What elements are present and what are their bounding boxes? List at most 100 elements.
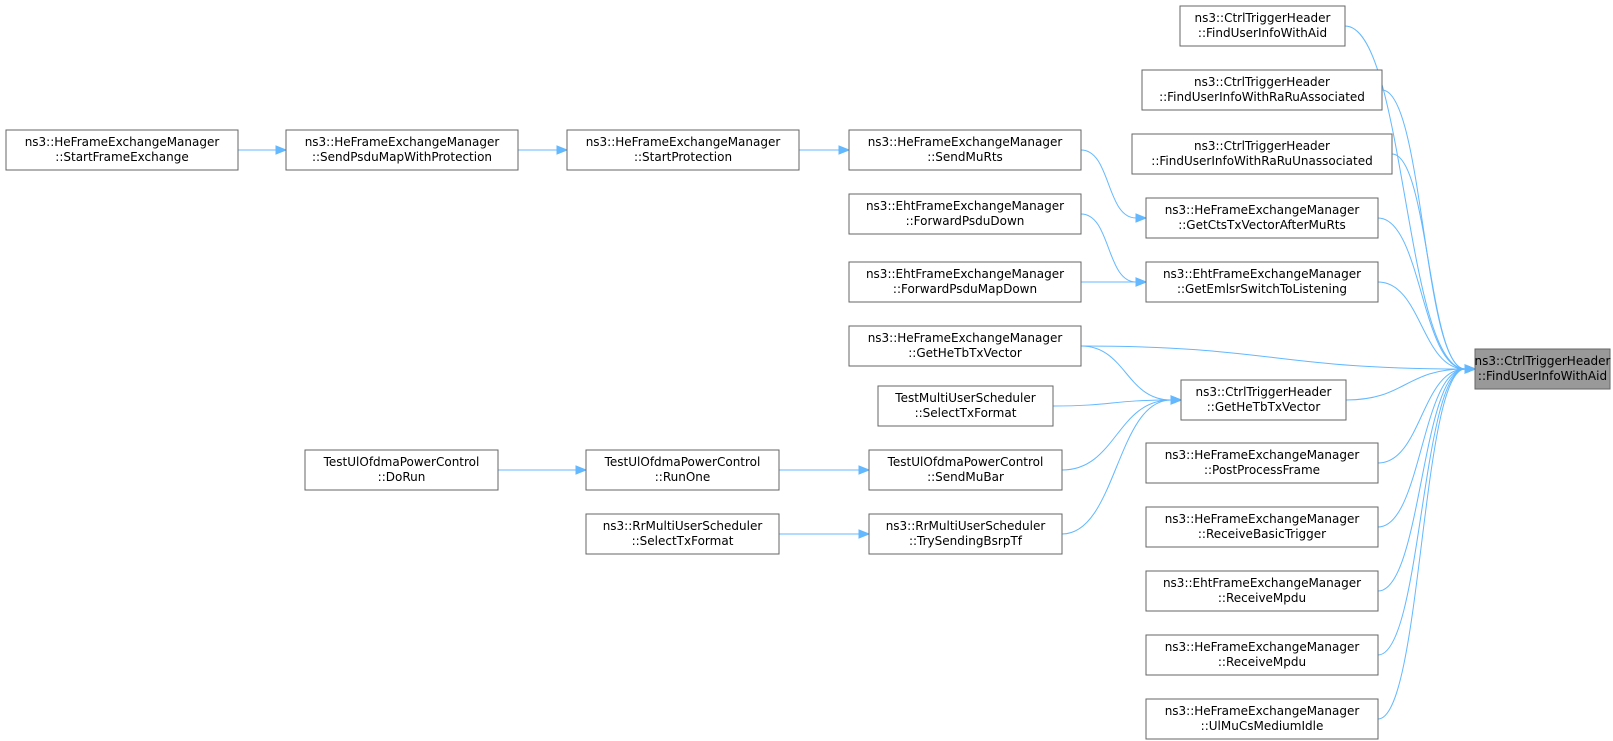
arrow-head bbox=[556, 145, 569, 155]
caller-node[interactable]: ns3::HeFrameExchangeManager::GetHeTbTxVe… bbox=[848, 325, 1082, 367]
caller-node[interactable]: ns3::RrMultiUserScheduler::SelectTxForma… bbox=[585, 513, 780, 555]
caller-node[interactable]: ns3::HeFrameExchangeManager::SendPsduMap… bbox=[285, 129, 519, 171]
caller-node[interactable]: TestMultiUserScheduler::SelectTxFormat bbox=[877, 385, 1054, 427]
arrow-head bbox=[858, 529, 871, 539]
node-class-label: TestUlOfdmaPowerControl bbox=[323, 455, 480, 469]
node-box bbox=[1180, 379, 1347, 421]
node-class-label: ns3::HeFrameExchangeManager bbox=[305, 135, 500, 149]
edges-layer bbox=[237, 25, 1477, 720]
call-edge-n8-to-focus bbox=[1377, 368, 1466, 464]
node-method-label: ::PostProcessFrame bbox=[1204, 463, 1320, 477]
caller-node[interactable]: ns3::CtrlTriggerHeader::FindUserInfoWith… bbox=[1131, 133, 1393, 175]
call-edge-n1-to-focus bbox=[1344, 25, 1466, 370]
node-class-label: ns3::CtrlTriggerHeader bbox=[1194, 139, 1330, 153]
node-box bbox=[304, 449, 499, 491]
call-edge-n11-to-focus bbox=[1377, 368, 1466, 656]
caller-node[interactable]: ns3::HeFrameExchangeManager::GetCtsTxVec… bbox=[1145, 197, 1379, 239]
call-edge-n7-to-focus bbox=[1345, 368, 1466, 401]
node-class-label: ns3::EhtFrameExchangeManager bbox=[866, 199, 1064, 213]
node-box bbox=[877, 385, 1054, 427]
focus-node[interactable]: ns3::CtrlTriggerHeader::FindUserInfoWith… bbox=[1474, 348, 1611, 390]
node-box bbox=[1474, 348, 1611, 390]
node-class-label: ns3::CtrlTriggerHeader bbox=[1195, 385, 1331, 399]
caller-node[interactable]: TestUlOfdmaPowerControl::DoRun bbox=[304, 449, 499, 491]
caller-node[interactable]: TestUlOfdmaPowerControl::SendMuBar bbox=[868, 449, 1063, 491]
call-edge-n4-to-focus bbox=[1377, 217, 1466, 370]
node-method-label: ::ReceiveMpdu bbox=[1218, 655, 1306, 669]
node-class-label: ns3::HeFrameExchangeManager bbox=[868, 135, 1063, 149]
caller-node[interactable]: ns3::EhtFrameExchangeManager::ForwardPsd… bbox=[848, 261, 1082, 303]
node-method-label: ::SendMuBar bbox=[927, 470, 1004, 484]
node-box bbox=[585, 449, 780, 491]
caller-node[interactable]: ns3::CtrlTriggerHeader::GetHeTbTxVector bbox=[1180, 379, 1347, 421]
call-edge-n16-to-n7 bbox=[1052, 399, 1172, 407]
arrow-head bbox=[1135, 277, 1148, 287]
node-method-label: ::SendPsduMapWithProtection bbox=[312, 150, 492, 164]
node-method-label: ::ForwardPsduDown bbox=[906, 214, 1025, 228]
node-box bbox=[1145, 261, 1379, 303]
arrow-head bbox=[275, 145, 288, 155]
node-box bbox=[1145, 570, 1379, 612]
node-class-label: TestMultiUserScheduler bbox=[894, 391, 1035, 405]
call-edge-n14-to-n5 bbox=[1080, 213, 1137, 283]
caller-node[interactable]: ns3::RrMultiUserScheduler::TrySendingBsr… bbox=[868, 513, 1063, 555]
node-box bbox=[5, 129, 239, 171]
node-box bbox=[868, 449, 1063, 491]
node-method-label: ::ReceiveBasicTrigger bbox=[1198, 527, 1326, 541]
node-box bbox=[1141, 69, 1383, 111]
node-method-label: ::SendMuRts bbox=[927, 150, 1003, 164]
caller-node[interactable]: ns3::EhtFrameExchangeManager::ForwardPsd… bbox=[848, 193, 1082, 235]
node-box bbox=[1145, 442, 1379, 484]
arrow-head bbox=[575, 465, 588, 475]
node-method-label: ::GetHeTbTxVector bbox=[908, 346, 1022, 360]
call-edge-n18-to-n7 bbox=[1061, 399, 1172, 535]
caller-node[interactable]: ns3::HeFrameExchangeManager::ReceiveMpdu bbox=[1145, 634, 1379, 676]
node-class-label: ns3::HeFrameExchangeManager bbox=[1165, 704, 1360, 718]
call-edge-n5-to-focus bbox=[1377, 281, 1466, 370]
node-class-label: ns3::RrMultiUserScheduler bbox=[603, 519, 763, 533]
caller-node[interactable]: TestUlOfdmaPowerControl::RunOne bbox=[585, 449, 780, 491]
node-class-label: ns3::EhtFrameExchangeManager bbox=[1163, 267, 1361, 281]
node-class-label: ns3::HeFrameExchangeManager bbox=[586, 135, 781, 149]
caller-node[interactable]: ns3::EhtFrameExchangeManager::ReceiveMpd… bbox=[1145, 570, 1379, 612]
call-edge-n9-to-focus bbox=[1377, 368, 1466, 528]
caller-node[interactable]: ns3::HeFrameExchangeManager::StartFrameE… bbox=[5, 129, 239, 171]
node-method-label: ::GetEmlsrSwitchToListening bbox=[1177, 282, 1347, 296]
node-class-label: ns3::RrMultiUserScheduler bbox=[886, 519, 1046, 533]
nodes-layer: ns3::CtrlTriggerHeader::FindUserInfoWith… bbox=[5, 5, 1611, 740]
caller-node[interactable]: ns3::HeFrameExchangeManager::PostProcess… bbox=[1145, 442, 1379, 484]
caller-node[interactable]: ns3::EhtFrameExchangeManager::GetEmlsrSw… bbox=[1145, 261, 1379, 303]
node-method-label: ::GetCtsTxVectorAfterMuRts bbox=[1178, 218, 1346, 232]
node-class-label: ns3::EhtFrameExchangeManager bbox=[1163, 576, 1361, 590]
caller-node[interactable]: ns3::HeFrameExchangeManager::UlMuCsMediu… bbox=[1145, 698, 1379, 740]
node-box bbox=[585, 513, 780, 555]
caller-node[interactable]: ns3::CtrlTriggerHeader::FindUserInfoWith… bbox=[1141, 69, 1383, 111]
node-method-label: ::StartFrameExchange bbox=[55, 150, 188, 164]
node-method-label: ::TrySendingBsrpTf bbox=[909, 534, 1023, 548]
call-edge-n6-to-focus bbox=[1080, 345, 1466, 370]
call-edge-n6-to-n7 bbox=[1080, 345, 1172, 401]
node-class-label: ns3::CtrlTriggerHeader bbox=[1194, 11, 1330, 25]
node-box bbox=[285, 129, 519, 171]
node-box bbox=[1145, 698, 1379, 740]
node-method-label: ::SelectTxFormat bbox=[632, 534, 734, 548]
caller-node[interactable]: ns3::HeFrameExchangeManager::SendMuRts bbox=[848, 129, 1082, 171]
call-edge-n13-to-n4 bbox=[1080, 149, 1137, 219]
node-method-label: ::ForwardPsduMapDown bbox=[893, 282, 1037, 296]
node-class-label: ns3::HeFrameExchangeManager bbox=[868, 331, 1063, 345]
node-class-label: ns3::CtrlTriggerHeader bbox=[1194, 75, 1330, 89]
caller-node[interactable]: ns3::CtrlTriggerHeader::FindUserInfoWith… bbox=[1179, 5, 1346, 47]
caller-node[interactable]: ns3::HeFrameExchangeManager::StartProtec… bbox=[566, 129, 800, 171]
caller-node[interactable]: ns3::HeFrameExchangeManager::ReceiveBasi… bbox=[1145, 506, 1379, 548]
node-method-label: ::DoRun bbox=[378, 470, 426, 484]
node-method-label: ::SelectTxFormat bbox=[915, 406, 1017, 420]
arrow-head bbox=[838, 145, 851, 155]
node-class-label: ns3::HeFrameExchangeManager bbox=[1165, 512, 1360, 526]
node-box bbox=[566, 129, 800, 171]
call-edge-n17-to-n7 bbox=[1061, 399, 1172, 471]
node-box bbox=[868, 513, 1063, 555]
node-box bbox=[848, 261, 1082, 303]
node-box bbox=[1131, 133, 1393, 175]
node-class-label: ns3::HeFrameExchangeManager bbox=[25, 135, 220, 149]
node-class-label: ns3::HeFrameExchangeManager bbox=[1165, 203, 1360, 217]
